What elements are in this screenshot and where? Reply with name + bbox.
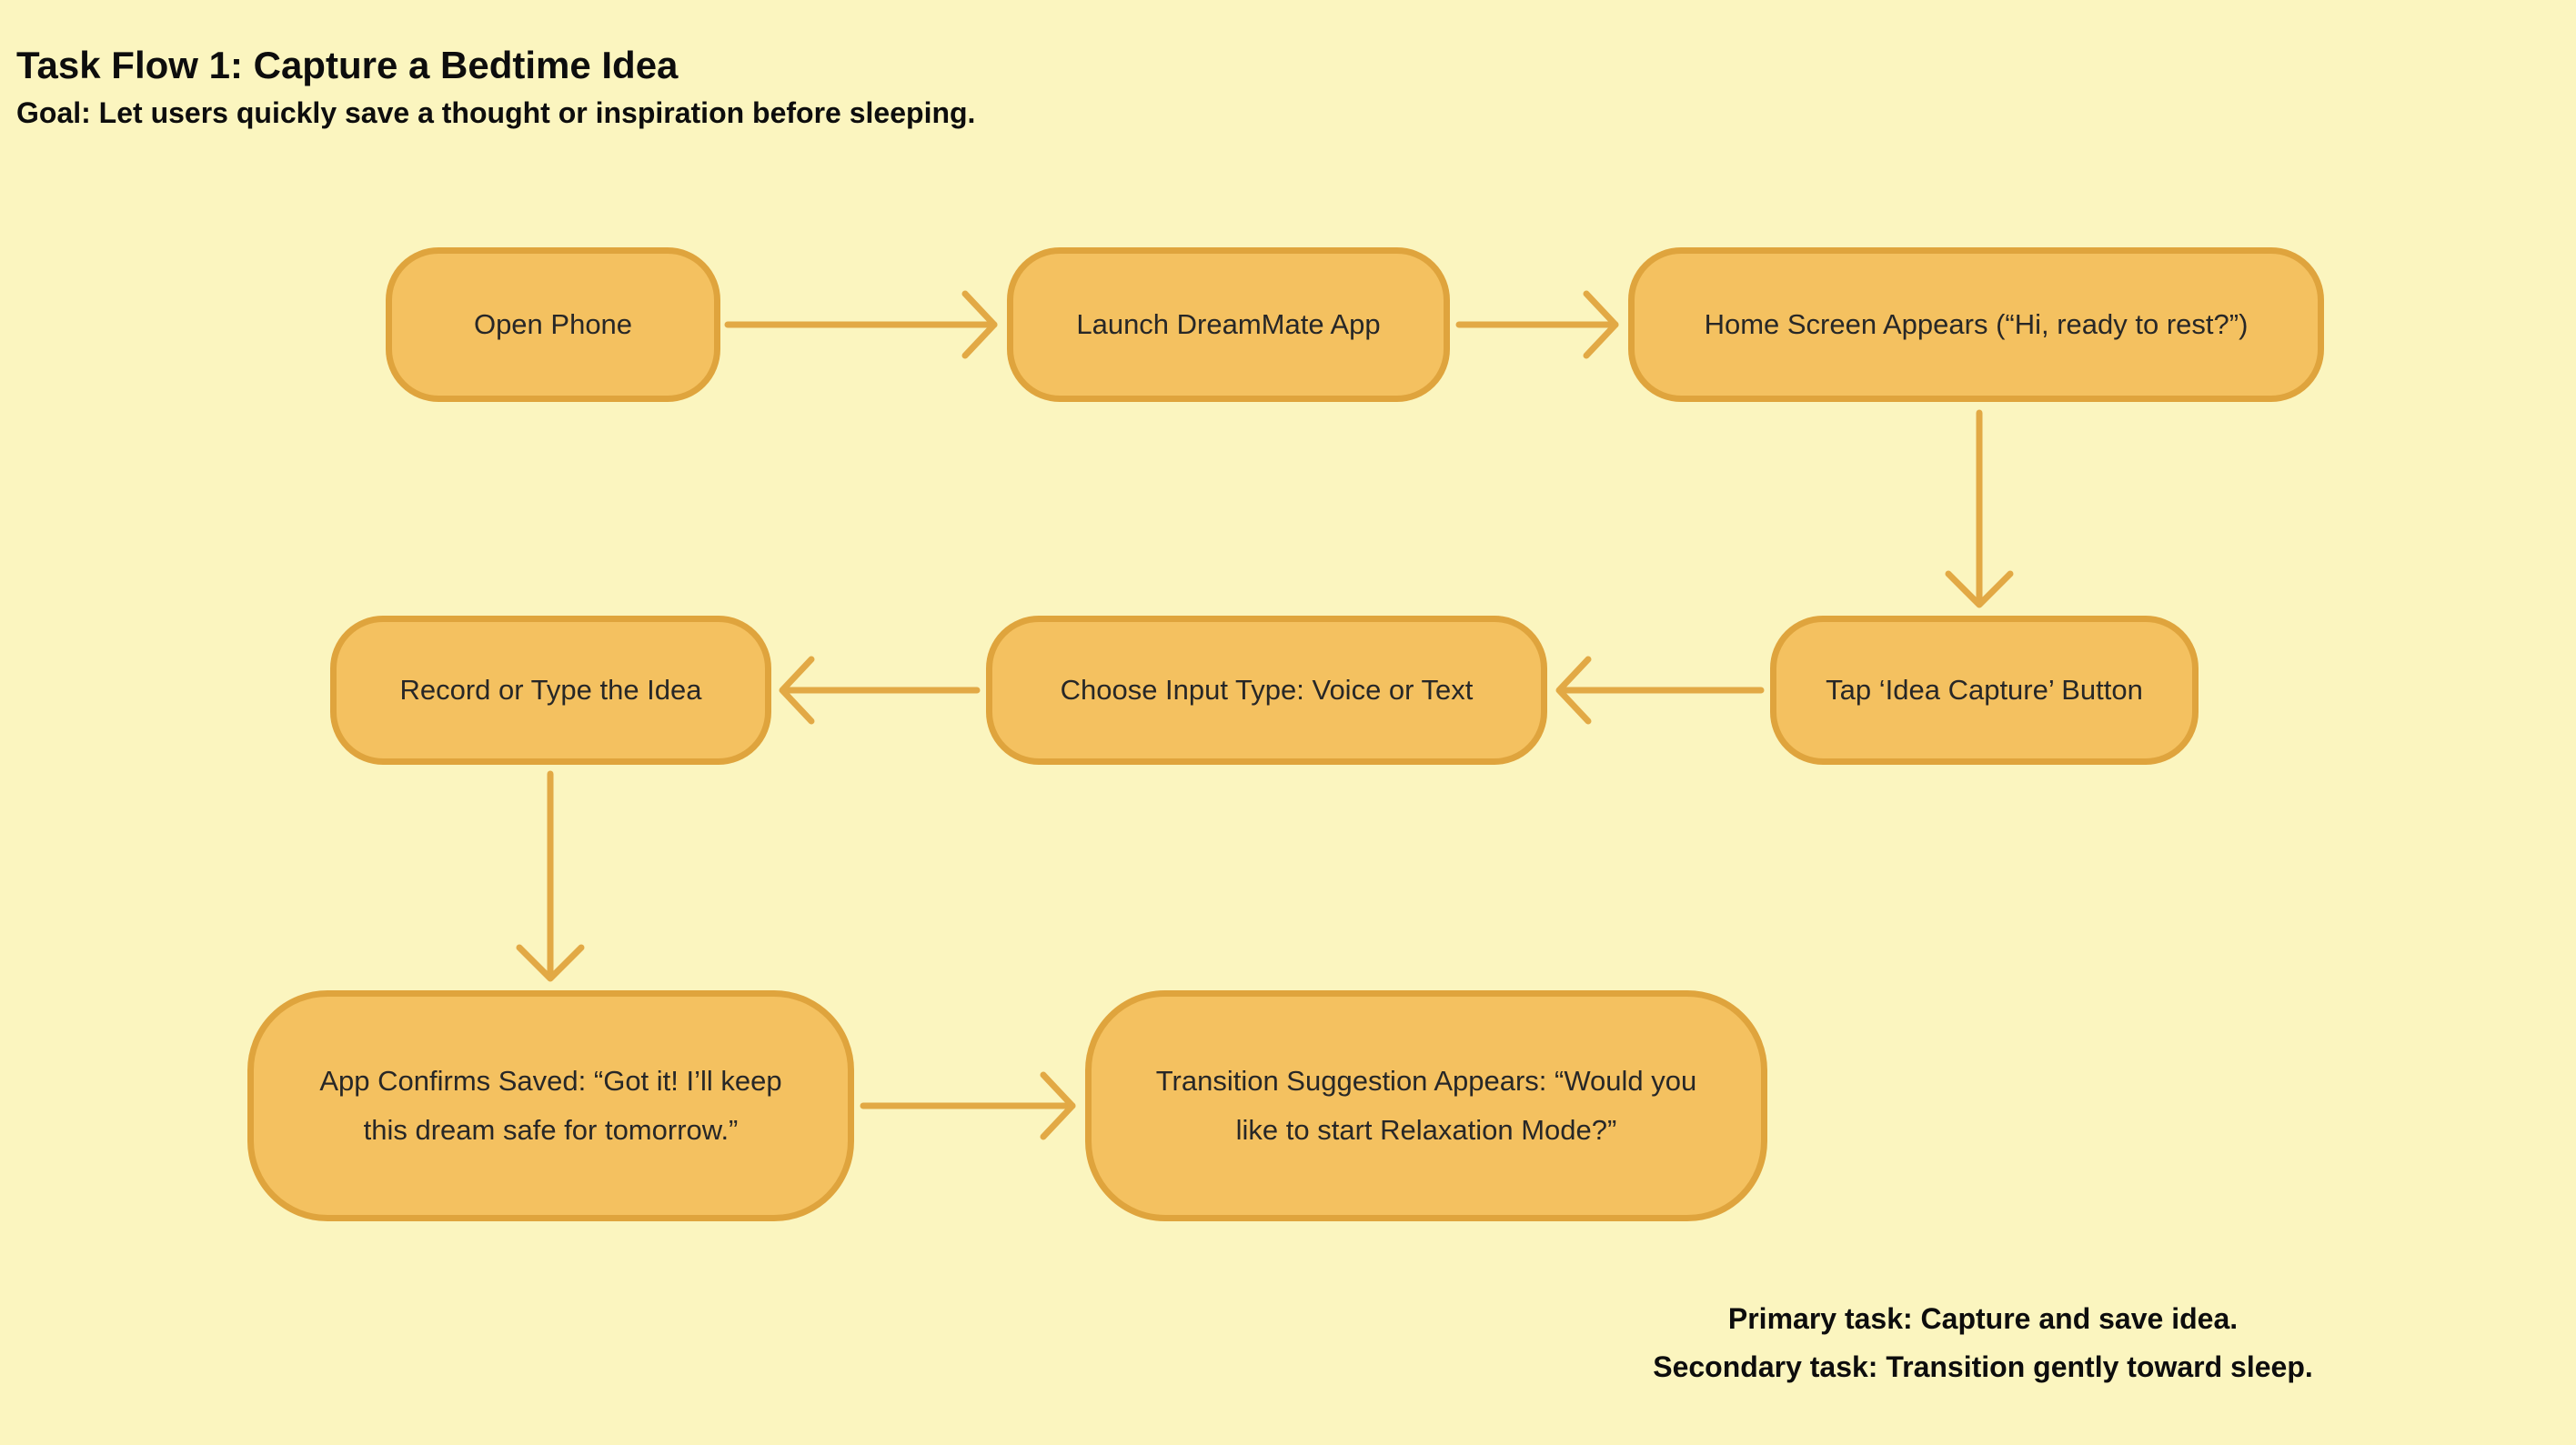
- arrow-launch-app-to-home-screen: [1455, 290, 1619, 359]
- flow-node-label: Record or Type the Idea: [399, 673, 702, 706]
- diagram-goal: Goal: Let users quickly save a thought o…: [16, 96, 976, 129]
- arrow-choose-input-to-record-or-type: [779, 656, 981, 725]
- arrow-record-or-type-to-app-confirms: [516, 770, 585, 982]
- arrow-open-phone-to-launch-app: [724, 290, 998, 359]
- flow-node-home-screen-appears: Home Screen Appears (“Hi, ready to rest?…: [1628, 247, 2324, 402]
- flow-node-label: App Confirms Saved: “Got it! I’ll keep t…: [319, 1064, 782, 1146]
- flow-node-open-phone: Open Phone: [386, 247, 720, 402]
- secondary-task-note: Secondary task: Transition gently toward…: [1653, 1350, 2313, 1383]
- flow-node-label: Home Screen Appears (“Hi, ready to rest?…: [1704, 307, 2249, 340]
- flow-node-label: Choose Input Type: Voice or Text: [1060, 673, 1474, 706]
- flow-node-label: Open Phone: [473, 307, 633, 340]
- arrow-app-confirms-to-transition-suggestion: [860, 1071, 1076, 1140]
- flow-node-tap-idea-capture-button: Tap ‘Idea Capture’ Button: [1770, 616, 2199, 765]
- flow-node-app-confirms-saved: App Confirms Saved: “Got it! I’ll keep t…: [247, 990, 854, 1221]
- flow-node-choose-input-type: Choose Input Type: Voice or Text: [986, 616, 1547, 765]
- flow-node-label: Tap ‘Idea Capture’ Button: [1826, 673, 2143, 706]
- flow-node-record-or-type-idea: Record or Type the Idea: [330, 616, 771, 765]
- arrow-home-screen-to-tap-idea-capture: [1945, 409, 2014, 608]
- flow-node-label: Transition Suggestion Appears: “Would yo…: [1155, 1064, 1697, 1146]
- flow-node-launch-dreammate-app: Launch DreamMate App: [1007, 247, 1450, 402]
- diagram-title: Task Flow 1: Capture a Bedtime Idea: [16, 44, 679, 87]
- flow-node-label: Launch DreamMate App: [1076, 307, 1381, 340]
- task-notes: Primary task: Capture and save idea. Sec…: [1546, 1295, 2420, 1391]
- primary-task-note: Primary task: Capture and save idea.: [1727, 1302, 2239, 1335]
- arrow-tap-idea-capture-to-choose-input: [1555, 656, 1765, 725]
- flow-node-transition-suggestion: Transition Suggestion Appears: “Would yo…: [1085, 990, 1767, 1221]
